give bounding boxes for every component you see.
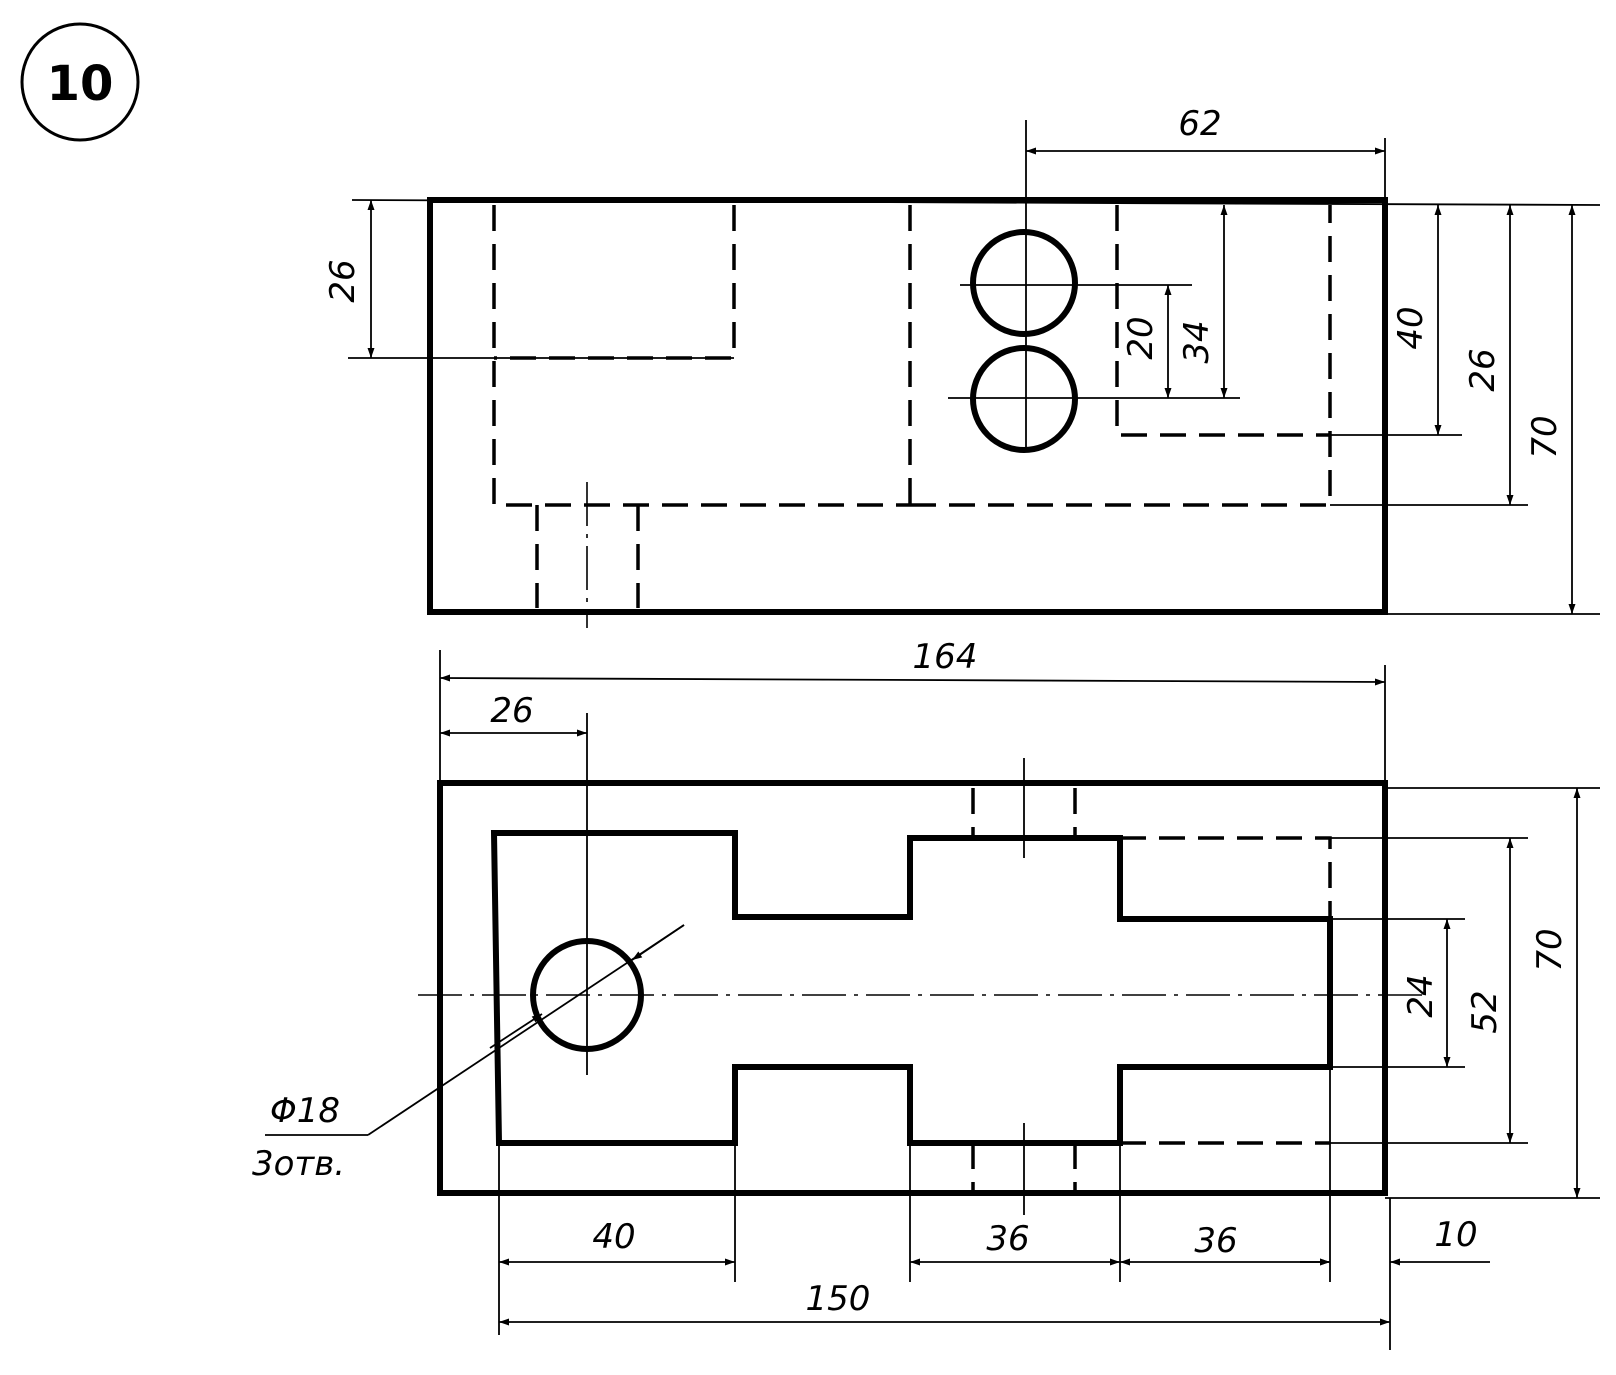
dim-70-top: 70 xyxy=(1530,928,1570,971)
top-hidden-slot-edges xyxy=(1120,836,1332,1145)
dim-20: 20 xyxy=(1121,316,1161,359)
dim-line-164 xyxy=(439,674,1386,686)
sheet-number: 10 xyxy=(47,56,114,112)
front-hidden-left-pocket xyxy=(492,205,910,507)
dim-62: 62 xyxy=(1178,104,1221,144)
dim-164: 164 xyxy=(913,637,978,677)
front-view-outline xyxy=(427,197,1388,615)
dim-52: 52 xyxy=(1465,990,1505,1033)
front-hole-lower xyxy=(970,345,1078,453)
dim-150: 150 xyxy=(806,1279,871,1319)
sheet-number-badge: 10 xyxy=(20,22,140,142)
dim-10: 10 xyxy=(1434,1215,1477,1255)
dim-26-right: 26 xyxy=(1463,348,1503,391)
front-hole-upper xyxy=(970,229,1078,337)
hole-count-note: 3отв. xyxy=(252,1144,345,1184)
dim-70-front: 70 xyxy=(1525,415,1565,458)
hole-leader-arrow-lower xyxy=(489,1013,543,1049)
dim-36a: 36 xyxy=(986,1219,1029,1259)
hole-diameter-note: Φ18 xyxy=(270,1091,340,1131)
dim-34: 34 xyxy=(1177,320,1217,363)
hole-leader-arrow-upper xyxy=(631,924,685,961)
dim-40: 40 xyxy=(592,1217,635,1257)
dim-40: 40 xyxy=(1391,306,1431,349)
dim-24: 24 xyxy=(1401,974,1441,1017)
front-hidden-right-slot xyxy=(910,205,1332,507)
dim-26-left: 26 xyxy=(323,259,363,302)
dim-36b: 36 xyxy=(1194,1221,1237,1261)
top-inner-contour xyxy=(490,830,1333,1146)
hole-leader-line xyxy=(367,924,685,1136)
top-view-outline xyxy=(437,780,1388,1196)
top-view: 164 26 24 52 70 40 36 36 10 150 Φ18 3отв… xyxy=(252,637,1600,1350)
front-ext-top xyxy=(351,199,1601,206)
front-view: 62 26 20 34 40 26 70 xyxy=(323,104,1601,628)
dim-26-top: 26 xyxy=(490,691,533,731)
